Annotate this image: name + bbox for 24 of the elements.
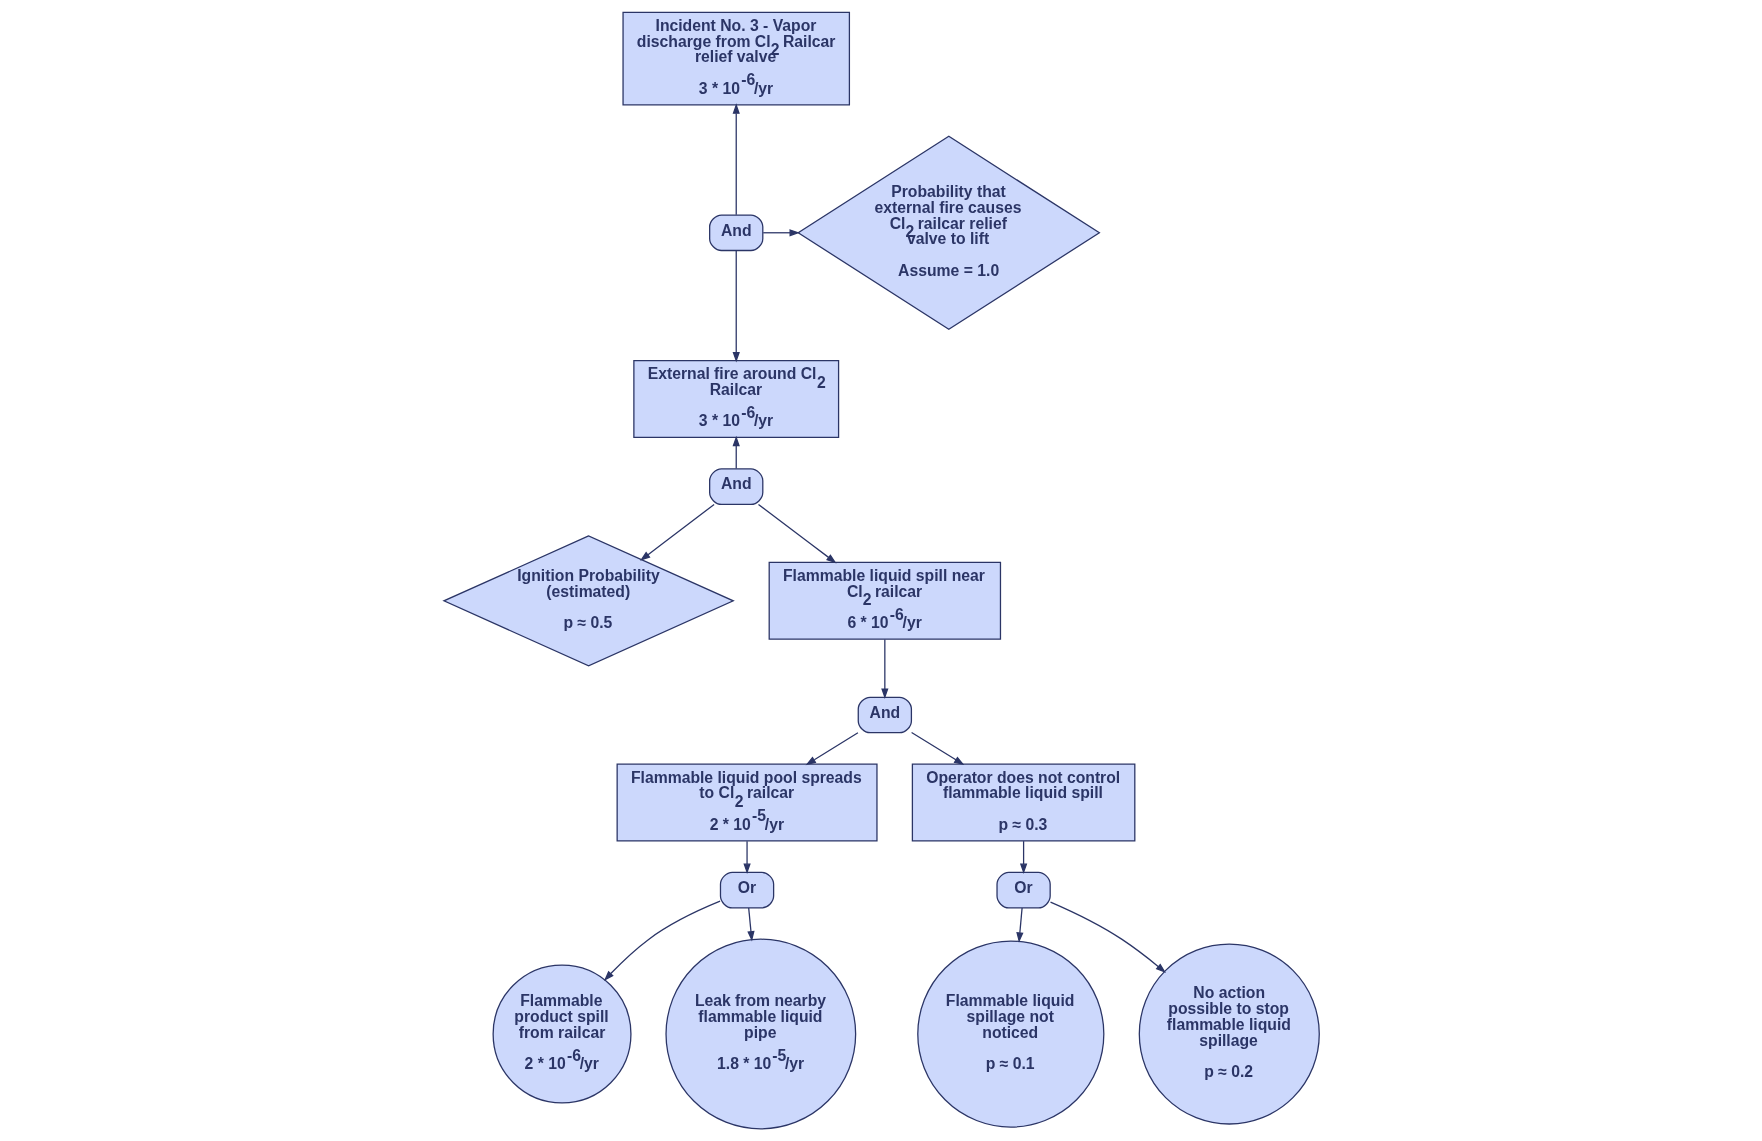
arrow	[762, 229, 800, 237]
node-box: Operator does not control flammable liquid spill p ≈ 0.3	[911, 763, 1135, 842]
node-box: And	[708, 214, 763, 252]
arrow	[910, 731, 964, 766]
node-box: Or	[995, 871, 1051, 909]
node-box: And	[857, 696, 912, 734]
arrow	[757, 503, 837, 564]
node-circle: Flammable liquid spillage not noticed p ≈ 0.1	[916, 940, 1104, 1128]
arrow	[746, 907, 755, 942]
node-box: And	[708, 468, 763, 506]
node-circle: No action possible to stop flammable liquid spillage p ≈ 0.2	[1138, 943, 1320, 1125]
arrow	[639, 503, 715, 561]
arrow	[732, 103, 740, 216]
arrow	[1015, 907, 1024, 943]
arrow	[732, 435, 740, 470]
arrow	[1019, 840, 1027, 874]
node-box: Or	[719, 871, 774, 909]
arrow	[880, 638, 888, 699]
node-diamond: Ignition Probability (estimated) p ≈ 0.5	[441, 535, 735, 667]
arrow	[732, 250, 740, 363]
arrow	[805, 732, 859, 766]
arrow	[1049, 901, 1166, 973]
arrow	[603, 900, 721, 981]
arrow	[742, 840, 751, 874]
